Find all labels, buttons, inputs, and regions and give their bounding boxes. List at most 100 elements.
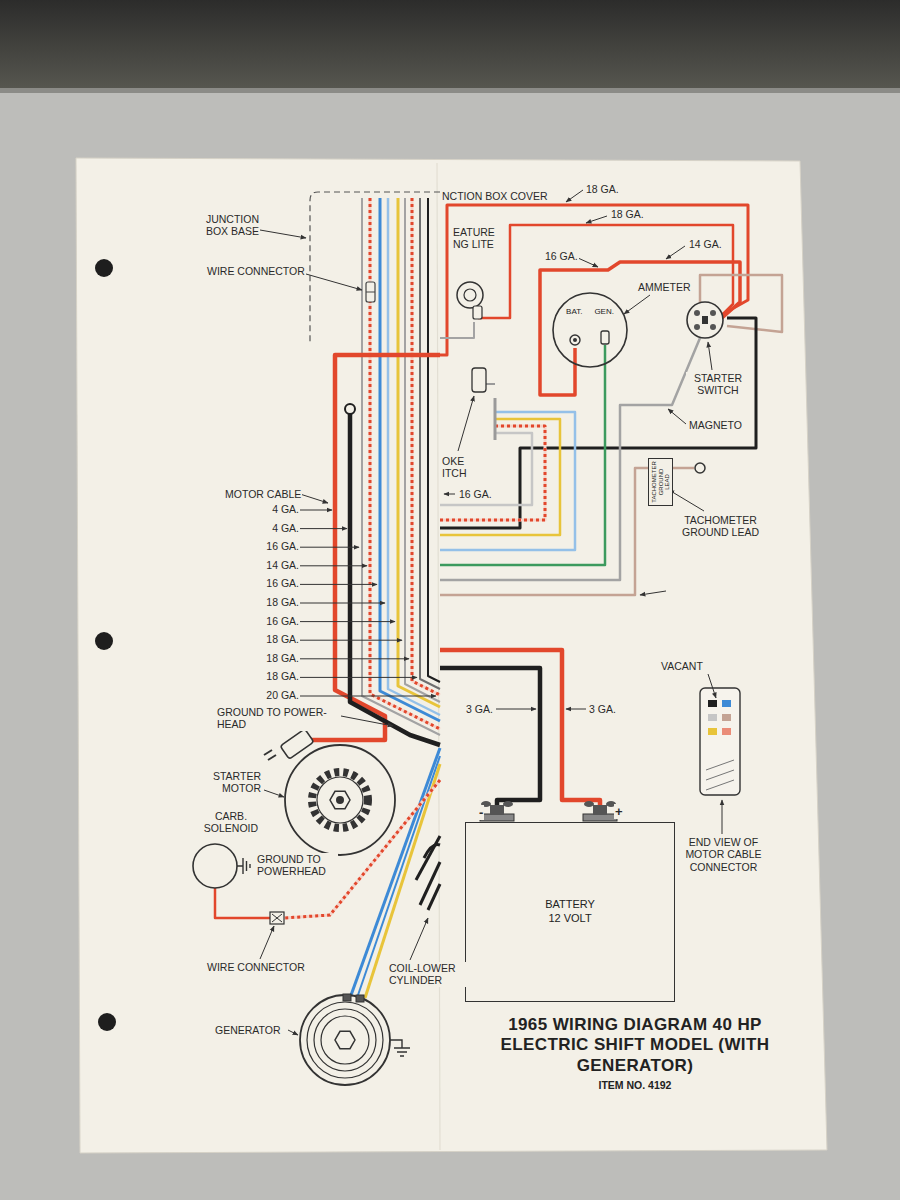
generator-symbol xyxy=(343,994,351,1001)
motor-cable-bundle xyxy=(302,198,440,748)
leader-line xyxy=(624,295,650,314)
coil-symbol xyxy=(416,836,440,880)
generator-symbol xyxy=(390,1040,410,1056)
battery-cable xyxy=(440,668,540,806)
wire-gauge: 18 GA. xyxy=(250,652,300,664)
part-label: + xyxy=(614,804,624,819)
wire-gauge: 16 GA. xyxy=(250,615,300,627)
choke-switch-connector xyxy=(472,368,486,392)
motor-cable-bundle xyxy=(412,198,440,695)
photo-background xyxy=(0,0,900,88)
leader-line xyxy=(288,1030,298,1035)
motor-cable-bundle xyxy=(370,198,440,729)
leader-line xyxy=(300,640,402,641)
wire-gauge: 3 GA. xyxy=(588,703,617,715)
dash-wiring xyxy=(440,338,700,580)
temperature-lamp-symbol xyxy=(457,282,483,319)
motor-cable-bundle xyxy=(370,198,440,729)
terminal-post xyxy=(601,331,609,344)
leader-line xyxy=(578,258,598,267)
part-label: - xyxy=(478,805,484,820)
starter-motor-symbol xyxy=(330,791,350,808)
motor-cable-bundle xyxy=(405,198,440,702)
cable-connector-end-view xyxy=(722,700,731,707)
terminal-ring xyxy=(573,338,577,342)
dash-wiring xyxy=(440,419,560,535)
dash-wiring xyxy=(440,205,782,595)
battery-terminal xyxy=(583,814,617,821)
paper-sheet xyxy=(437,163,440,1150)
starter-motor-symbol xyxy=(264,729,395,855)
wire-gauge: 18 GA. xyxy=(250,596,300,608)
punch-hole xyxy=(95,259,113,277)
coil-symbol xyxy=(416,836,440,910)
temperature-lamp-symbol xyxy=(473,306,482,319)
wire-connector-symbol xyxy=(366,282,375,302)
generator-symbol xyxy=(335,1031,355,1048)
cable-connector-end-view xyxy=(700,688,740,795)
part-label: WIRE CONNECTOR xyxy=(206,265,306,277)
dash-wiring xyxy=(486,383,495,385)
coil-symbol xyxy=(428,884,440,910)
part-label: EATURE NG LITE xyxy=(452,226,504,251)
dash-wiring xyxy=(440,426,545,520)
leader-line xyxy=(300,621,395,622)
part-label: GENERATOR xyxy=(214,1024,282,1036)
wire-gauge: 18 GA. xyxy=(250,633,300,645)
leader-line xyxy=(640,591,666,595)
leader-line xyxy=(306,274,362,290)
gauge-outline xyxy=(553,293,627,367)
node-text: GEN. xyxy=(594,308,614,317)
photo-background xyxy=(0,88,900,93)
wire-gauge: 16 GA. xyxy=(458,488,493,500)
wire-connector-symbol xyxy=(272,914,282,922)
generator-symbol xyxy=(356,995,364,1002)
leader-line xyxy=(300,510,332,511)
carb-solenoid-symbol xyxy=(237,858,250,874)
wire-connector-symbol xyxy=(270,912,284,924)
leader-line xyxy=(260,230,306,238)
diagram-title: 1965 WIRING DIAGRAM 40 HP ELECTRIC SHIFT… xyxy=(465,1015,805,1076)
dash-wiring xyxy=(440,433,532,505)
leader-line xyxy=(300,677,417,678)
battery-terminal xyxy=(584,801,594,807)
part-label: CARB. SOLENOID xyxy=(195,810,267,835)
wire-gauge: 3 GA. xyxy=(465,703,494,715)
ammeter-gauge: BAT.GEN. xyxy=(552,292,628,368)
punch-hole xyxy=(95,259,116,1031)
leader-line xyxy=(444,494,455,495)
wire-gauge: 20 GA. xyxy=(250,689,300,701)
leader-line xyxy=(300,696,436,697)
text-stack: TACHOMETER GROUND LEAD xyxy=(651,461,671,503)
dash-wiring xyxy=(494,398,497,440)
title-block: 1965 WIRING DIAGRAM 40 HP ELECTRIC SHIFT… xyxy=(465,1015,805,1091)
leader-line xyxy=(586,216,607,223)
starter-motor-symbol xyxy=(280,729,314,759)
leader-line xyxy=(264,790,284,797)
coil-symbol xyxy=(424,845,440,858)
starter-switch-symbol xyxy=(687,302,723,338)
part-label: AMMETER xyxy=(637,281,692,293)
starter-motor-symbol xyxy=(336,796,344,804)
cable-connector-end-view xyxy=(722,714,731,721)
wire-gauge: 4 GA. xyxy=(250,522,300,534)
wire-gauge: 14 GA. xyxy=(688,238,723,250)
battery-terminal xyxy=(480,814,514,821)
leader-line xyxy=(666,246,685,259)
part-label: NCTION BOX COVER xyxy=(441,190,549,202)
node-text: TACHOMETER GROUND LEAD xyxy=(651,461,671,503)
part-label: JUNCTION BOX BASE xyxy=(188,213,260,238)
temperature-lamp-symbol xyxy=(457,282,483,308)
leader-line xyxy=(458,396,474,451)
dash-wiring xyxy=(440,412,575,550)
starter-switch-symbol xyxy=(687,302,723,338)
dash-wiring xyxy=(440,345,605,565)
leader-line xyxy=(300,603,385,604)
starter-switch-symbol xyxy=(702,316,708,324)
motor-cable-bundle xyxy=(388,198,440,715)
battery-cable xyxy=(440,650,600,806)
starter-motor-symbol xyxy=(264,750,276,760)
